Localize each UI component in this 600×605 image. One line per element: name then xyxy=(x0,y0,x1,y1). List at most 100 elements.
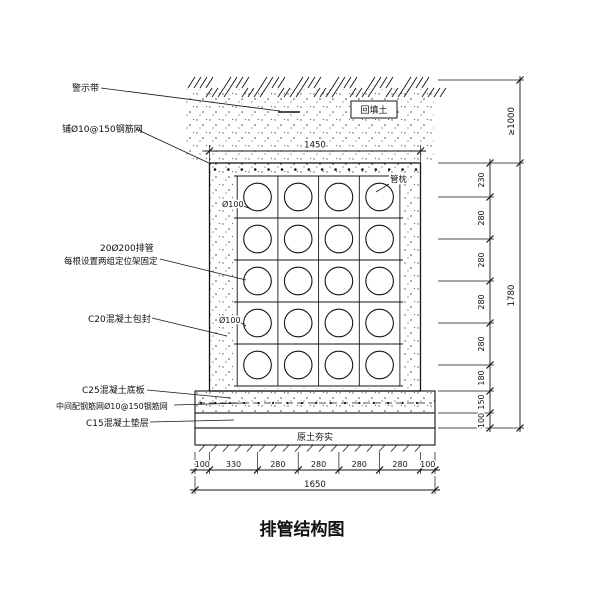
ground-hatch xyxy=(205,87,213,98)
dim-tick xyxy=(486,319,494,327)
dim-tick xyxy=(431,486,439,494)
ground-hatch xyxy=(391,87,399,98)
slab-rebar-dot xyxy=(199,401,203,405)
subsoil-hatch xyxy=(246,444,254,452)
subsoil-hatch xyxy=(306,444,314,452)
subsoil-hatch xyxy=(342,444,350,452)
ground-hatch xyxy=(313,87,321,98)
ground-hatch xyxy=(217,87,225,98)
dim-right-segment: 100 xyxy=(477,413,486,428)
dim-tick xyxy=(486,235,494,243)
subsoil-hatch xyxy=(258,444,266,452)
leader-dia-upper xyxy=(240,204,252,210)
subsoil-hatch xyxy=(354,444,362,452)
dim-tick xyxy=(516,76,524,84)
subsoil-hatch xyxy=(402,444,410,452)
dim-tick xyxy=(486,193,494,201)
ground-hatch xyxy=(295,76,304,89)
pipe-circle xyxy=(283,308,313,338)
rebar-dot xyxy=(227,168,230,171)
dim-right-total: 1780 xyxy=(507,285,517,307)
subsoil-hatch xyxy=(330,444,338,452)
dim-tick xyxy=(416,466,425,474)
subsoil-hatch xyxy=(378,444,386,452)
label-subsoil: 原土夯实 xyxy=(297,431,333,443)
subsoil-hatch xyxy=(222,444,230,452)
subsoil-hatch xyxy=(366,444,374,452)
ground-hatch xyxy=(247,87,255,98)
leader-pipes xyxy=(159,258,247,281)
dim-right-segment: 280 xyxy=(477,252,486,267)
dim-tick xyxy=(294,466,303,474)
pipe-circle xyxy=(243,350,272,380)
dim-bottom-segment: 280 xyxy=(392,460,407,469)
rebar-dot xyxy=(320,168,324,171)
dim-tick xyxy=(375,466,384,474)
dim-right-segment: 280 xyxy=(477,294,486,309)
dim-bottom-segment: 280 xyxy=(352,460,367,469)
subsoil-band xyxy=(194,427,436,446)
pipe-circle xyxy=(243,308,272,338)
dim-tick xyxy=(486,409,494,417)
subsoil-hatch xyxy=(390,444,398,452)
rebar-dot xyxy=(307,168,311,171)
slab-rebar-dot xyxy=(372,401,375,405)
ground-hatch xyxy=(349,76,358,89)
ground-hatch xyxy=(355,87,363,98)
ground-hatch xyxy=(439,87,447,98)
dim-tick xyxy=(205,466,214,474)
rebar-dot xyxy=(334,168,337,171)
slab-rebar-dot xyxy=(343,401,347,405)
pipe-circle xyxy=(365,266,394,296)
dim-right-segment: 180 xyxy=(477,370,486,385)
leader-encasement xyxy=(151,317,228,337)
ground-hatch xyxy=(259,87,267,98)
pipe-circle xyxy=(365,308,394,338)
dim-tick xyxy=(205,147,214,155)
leader-cushion xyxy=(149,419,235,423)
leader-warning-tape xyxy=(100,87,281,112)
dim-tick xyxy=(516,424,524,432)
dim-tick xyxy=(334,466,343,474)
ground-hatch xyxy=(289,87,297,98)
ground-hatch xyxy=(367,87,375,98)
rebar-dot xyxy=(347,168,351,171)
ground-hatch xyxy=(271,76,280,89)
ground-hatch xyxy=(409,76,418,89)
leader-top-mesh xyxy=(135,128,212,165)
ground-hatch xyxy=(313,76,322,89)
ground-hatch xyxy=(301,76,310,89)
ground-hatch xyxy=(193,76,202,89)
leader-pipe-pillow xyxy=(375,183,390,193)
rebar-dot xyxy=(374,168,378,171)
dim-tick xyxy=(516,159,524,167)
ground-hatch xyxy=(343,76,352,89)
ground-hatch xyxy=(397,87,405,98)
rebar-dot xyxy=(213,168,217,171)
dim-tick xyxy=(486,277,494,285)
pipe-circle xyxy=(283,182,313,212)
ground-hatch xyxy=(283,87,291,98)
subsoil-hatch xyxy=(234,444,242,452)
dim-tick xyxy=(486,387,494,395)
dim-bottom-segment: 280 xyxy=(270,460,285,469)
label-cushion: C15混凝土垫层 xyxy=(86,417,149,429)
rebar-dot xyxy=(387,168,391,171)
ground-hatch xyxy=(325,87,333,98)
ground-hatch xyxy=(385,76,394,89)
dim-cover-depth: ≥1000 xyxy=(507,107,517,136)
rebar-dot xyxy=(280,168,284,171)
ground-hatch xyxy=(277,76,286,89)
pipe-circle xyxy=(243,266,272,296)
ground-hatch xyxy=(349,87,357,98)
dim-bottom-segment: 100 xyxy=(420,460,435,469)
dim-bottom-segment: 100 xyxy=(195,460,210,469)
pipe-circle xyxy=(365,350,394,380)
label-warning-tape: 警示带 xyxy=(72,82,99,94)
ground-hatch xyxy=(427,87,435,98)
cushion-layer xyxy=(194,412,436,429)
dim-bottom-segment: 330 xyxy=(226,460,241,469)
leader-slab-mesh xyxy=(173,402,244,406)
ground-hatch xyxy=(421,76,430,89)
pipe-circle xyxy=(324,266,354,296)
